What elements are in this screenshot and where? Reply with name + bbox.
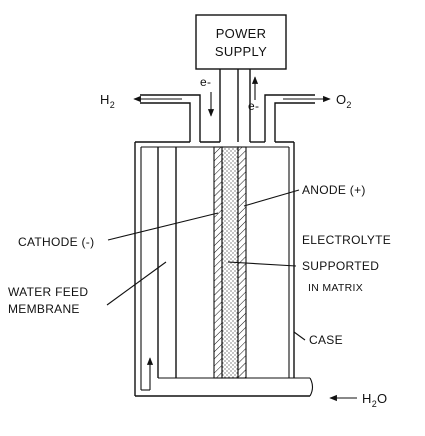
electrolyte-label-line3: IN MATRIX [308, 282, 363, 294]
hydrogen-label: H2 [100, 92, 115, 110]
anode-label: ANODE (+) [302, 183, 366, 197]
case-label: CASE [309, 333, 343, 347]
electrolyte-callout: ELECTROLYTE SUPPORTED IN MATRIX [227, 233, 391, 294]
water-feed-membrane [146, 147, 177, 390]
water-label: H2O [362, 391, 387, 409]
cell-case [134, 94, 315, 397]
power-supply-box [195, 14, 287, 70]
oxygen-outlet: O2 [283, 92, 352, 110]
cathode-callout: CATHODE (-) [18, 212, 219, 249]
power-supply: POWER SUPPLY [195, 14, 287, 70]
water-feed-callout: WATER FEED MEMBRANE [8, 261, 167, 316]
power-leads [219, 69, 251, 142]
water-inlet: H2O [329, 391, 387, 409]
electron-up-label: e- [248, 99, 259, 113]
electron-flow: e- e- [200, 75, 259, 117]
hydrogen-outlet: H2 [100, 92, 182, 110]
electrolyte-label-line1: ELECTROLYTE [302, 233, 391, 247]
water-feed-label-line2: MEMBRANE [8, 302, 80, 316]
power-supply-label-line1: POWER [216, 26, 267, 41]
case-callout: CASE [293, 331, 343, 347]
cathode-plate [213, 146, 223, 379]
water-feed-label-line1: WATER FEED [8, 285, 88, 299]
oxygen-label: O2 [336, 92, 352, 110]
electron-down-label: e- [200, 75, 211, 89]
cathode-label: CATHODE (-) [18, 235, 94, 249]
electrolyte-label-line2: SUPPORTED [302, 259, 379, 273]
power-supply-label-line2: SUPPLY [215, 44, 267, 59]
anode-callout: ANODE (+) [243, 183, 366, 207]
